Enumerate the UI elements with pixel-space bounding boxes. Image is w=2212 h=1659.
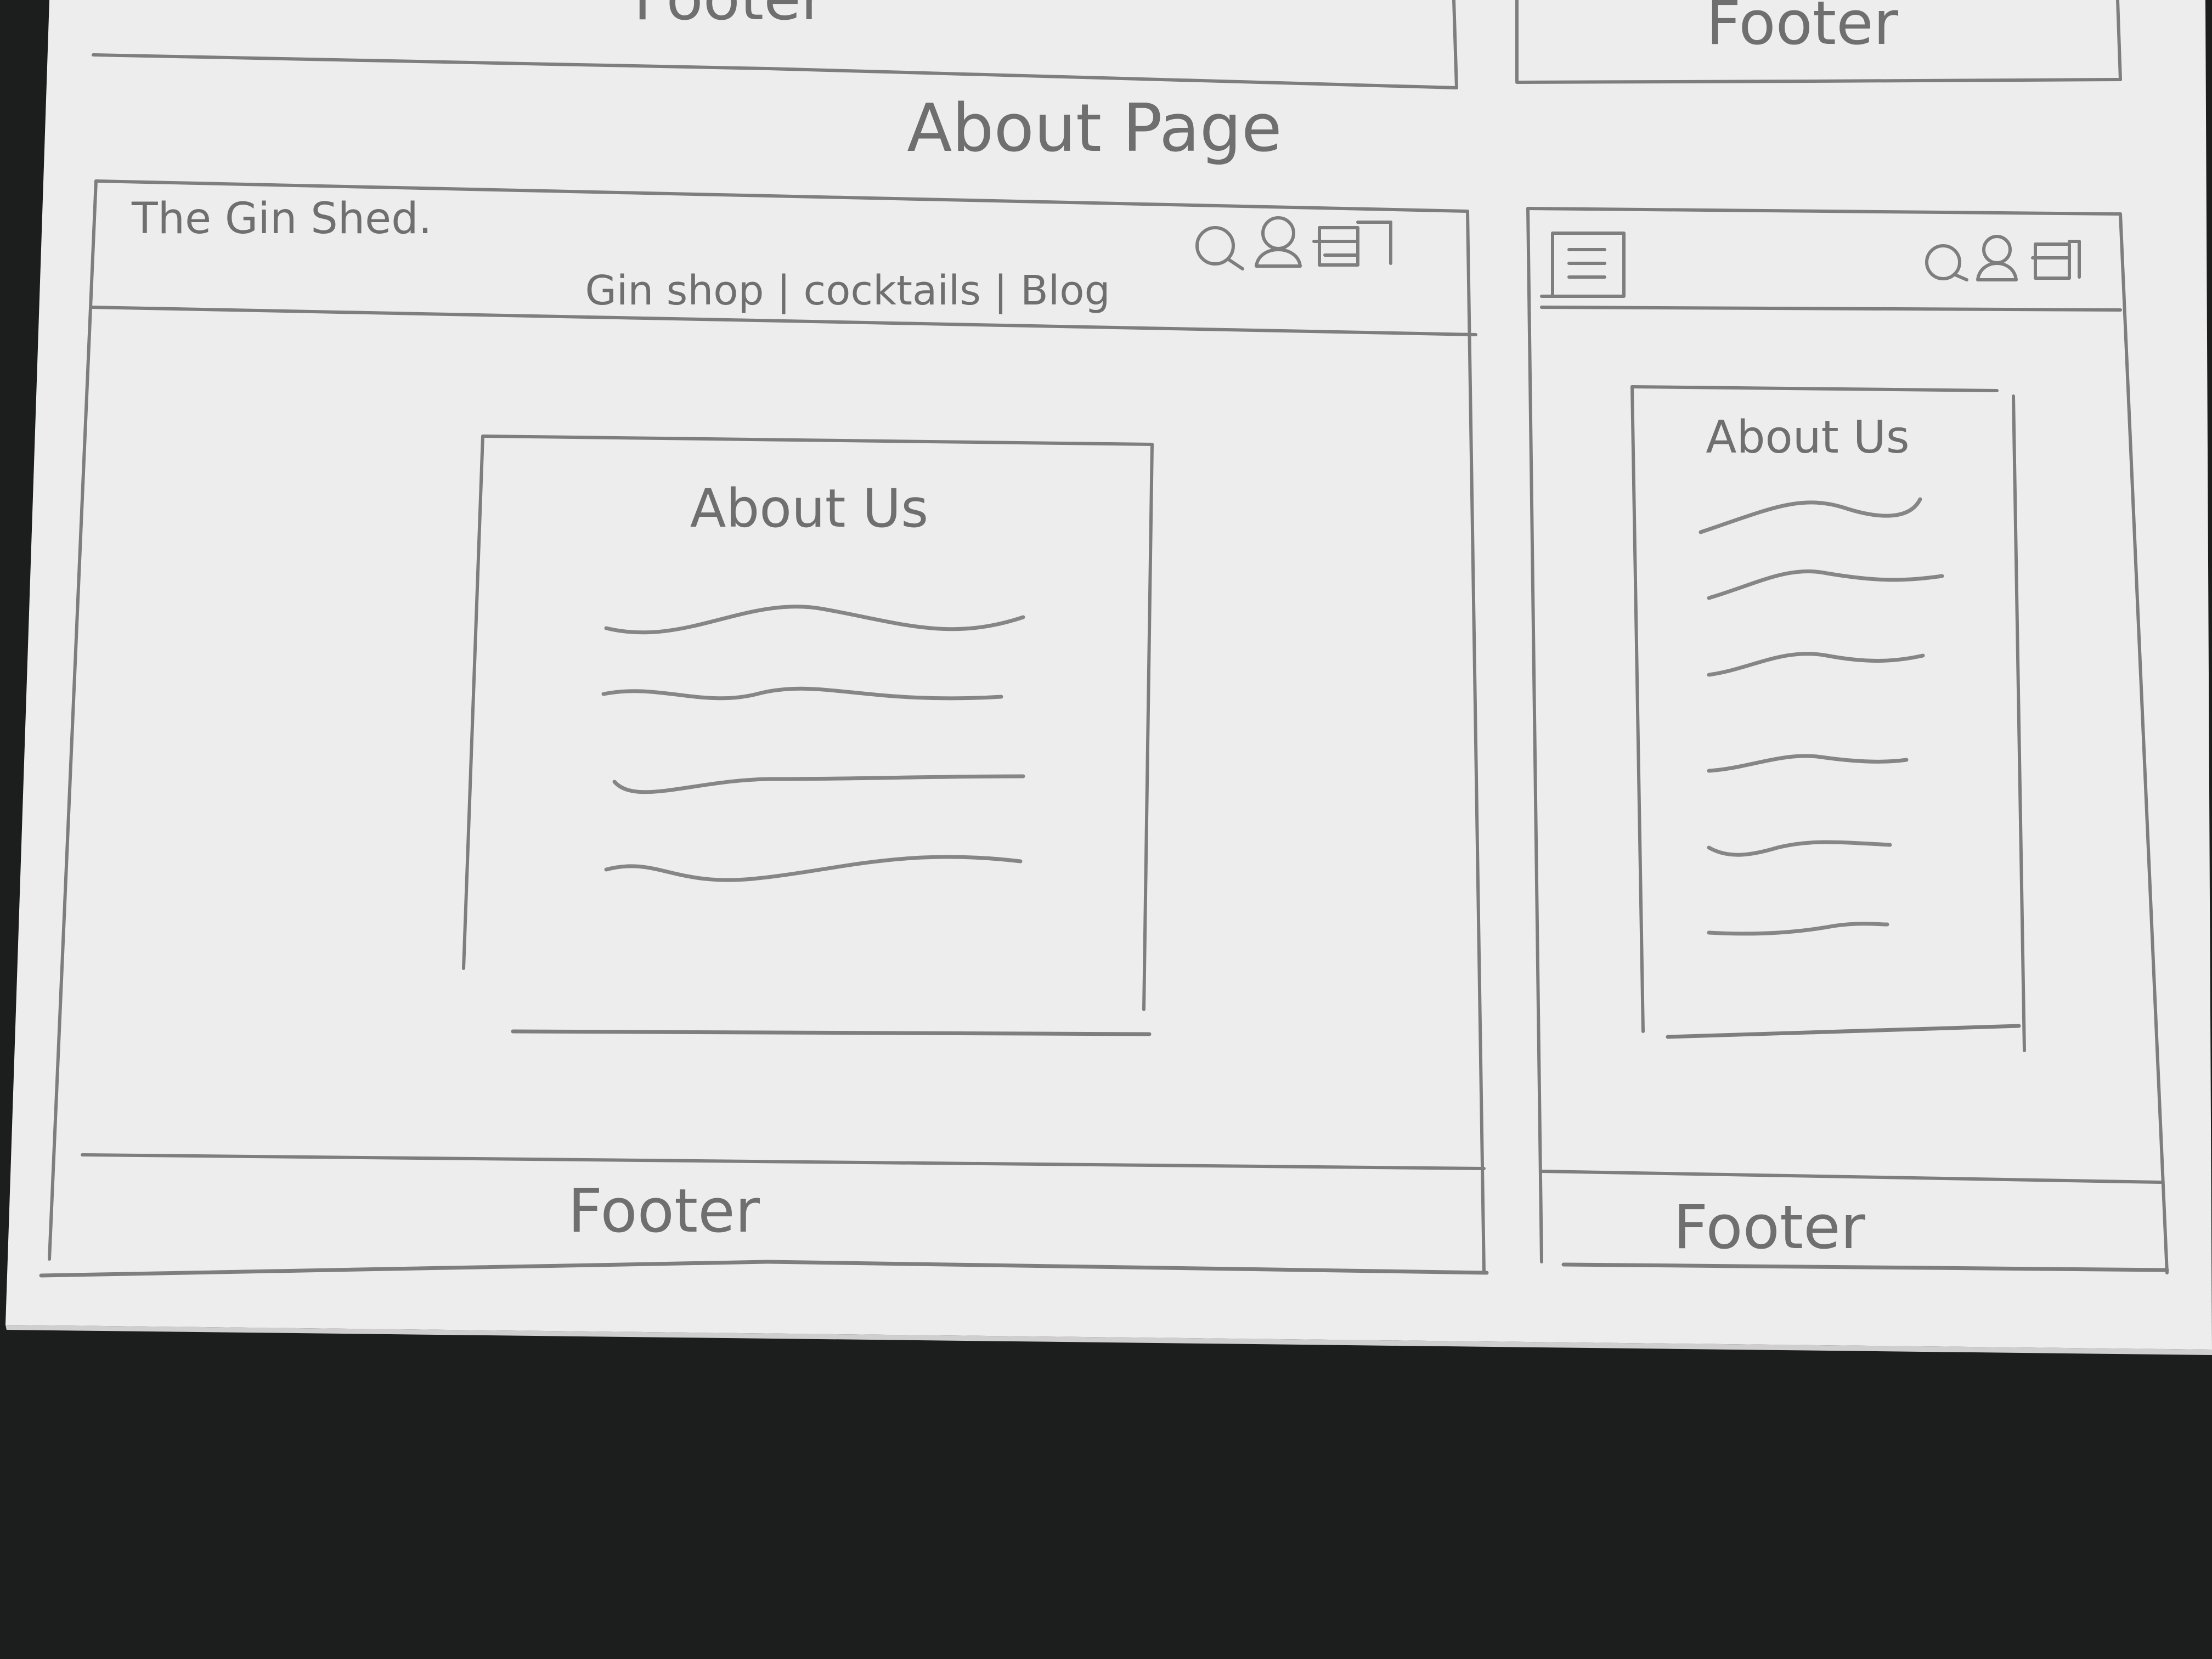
desktop-wireframe bbox=[39, 179, 1489, 1278]
top-mobile-wireframe bbox=[1515, 0, 2122, 84]
mobile-card-title: About Us bbox=[1706, 411, 1909, 464]
account-icon bbox=[1255, 216, 1302, 268]
mobile-header-icons bbox=[1540, 232, 2081, 298]
text-line bbox=[612, 774, 1025, 794]
text-line bbox=[601, 686, 1003, 701]
text-line bbox=[1707, 569, 1944, 600]
search-icon bbox=[1195, 226, 1244, 270]
text-line bbox=[604, 855, 1023, 882]
top-desktop-wireframe bbox=[92, 0, 1458, 89]
hamburger-menu-icon bbox=[1540, 232, 1626, 298]
text-line bbox=[1707, 754, 1909, 773]
paper-shadow-edge bbox=[5, 1325, 2212, 1355]
text-line bbox=[1707, 840, 1892, 857]
desktop-nav: Gin shop | cocktails | Blog bbox=[585, 267, 1110, 314]
text-line bbox=[1707, 652, 1925, 677]
mobile-wireframe bbox=[1526, 207, 2169, 1274]
text-line bbox=[1699, 497, 1922, 534]
search-icon bbox=[1925, 244, 1968, 281]
basket-icon bbox=[1312, 221, 1392, 267]
account-icon bbox=[1976, 235, 2018, 281]
basket-icon bbox=[2031, 240, 2081, 280]
desktop-card-title: About Us bbox=[690, 478, 929, 539]
desktop-about-text-lines bbox=[601, 605, 1025, 882]
top-mobile-footer-label: Footer bbox=[1706, 0, 1899, 58]
paper-sheet bbox=[5, 0, 2212, 1350]
mobile-about-text-lines bbox=[1699, 497, 1944, 936]
desktop-footer-label: Footer bbox=[568, 1176, 760, 1246]
desktop-header-icons bbox=[1195, 216, 1392, 270]
page-heading: About Page bbox=[907, 91, 1282, 167]
desktop-brand: The Gin Shed. bbox=[131, 194, 432, 244]
mobile-about-card bbox=[1630, 385, 2026, 1052]
text-line bbox=[604, 605, 1025, 635]
top-desktop-footer-label: Footer bbox=[634, 0, 826, 33]
mobile-footer-label: Footer bbox=[1673, 1192, 1866, 1262]
desktop-about-card bbox=[462, 435, 1154, 1036]
text-line bbox=[1707, 922, 1889, 936]
